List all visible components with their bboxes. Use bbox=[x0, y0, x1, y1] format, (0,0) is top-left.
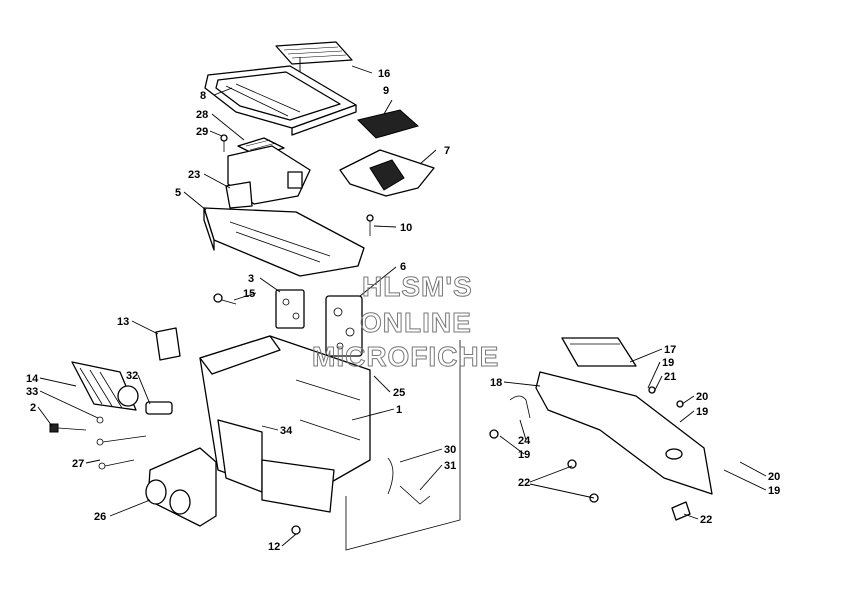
callout-17: 17 bbox=[664, 344, 676, 356]
watermark-line1: HLSM'S bbox=[362, 271, 473, 302]
callout-34: 34 bbox=[280, 425, 293, 437]
callout-16: 16 bbox=[378, 68, 390, 80]
callout-19d: 19 bbox=[768, 485, 780, 497]
main-airbox-part bbox=[199, 335, 371, 513]
callout-21: 21 bbox=[664, 371, 676, 383]
callout-6: 6 bbox=[400, 261, 406, 273]
nut-12-part bbox=[291, 525, 301, 535]
callout-26: 26 bbox=[94, 511, 106, 523]
callout-25: 25 bbox=[393, 387, 405, 399]
hardware-right-part bbox=[489, 386, 691, 521]
callout-19c: 19 bbox=[518, 449, 530, 461]
clip-27-part bbox=[96, 435, 147, 470]
callout-2: 2 bbox=[30, 402, 36, 414]
callout-5: 5 bbox=[175, 187, 181, 199]
intake-plenum-part bbox=[145, 447, 217, 527]
callout-30: 30 bbox=[444, 444, 456, 456]
intake-silencer-part bbox=[71, 361, 139, 411]
callout-32: 32 bbox=[126, 370, 138, 382]
callout-18: 18 bbox=[490, 377, 502, 389]
callout-29: 29 bbox=[196, 126, 208, 138]
base-housing-part bbox=[203, 207, 365, 277]
callout-23: 23 bbox=[188, 169, 200, 181]
callout-7: 7 bbox=[444, 145, 450, 157]
gasket-3-part bbox=[275, 289, 305, 329]
watermark-line2: ONLINE bbox=[360, 307, 472, 338]
bolt-2-part bbox=[49, 416, 104, 433]
clamp-30-part bbox=[387, 457, 431, 505]
callout-33: 33 bbox=[26, 386, 38, 398]
callout-14: 14 bbox=[26, 373, 39, 385]
leader-lines bbox=[37, 65, 767, 547]
callout-8: 8 bbox=[200, 90, 206, 102]
callout-19a: 19 bbox=[662, 357, 674, 369]
callout-13: 13 bbox=[117, 316, 129, 328]
watermark: HLSM'S ONLINE MICROFICHE bbox=[312, 271, 499, 373]
callout-20b: 20 bbox=[768, 471, 780, 483]
callout-labels: 16 8 9 28 29 7 23 5 10 3 6 15 13 14 33 3… bbox=[26, 68, 780, 553]
callout-31: 31 bbox=[444, 460, 456, 472]
callout-22a: 22 bbox=[518, 477, 530, 489]
callout-15: 15 bbox=[243, 288, 255, 300]
bracket-13-part bbox=[155, 327, 181, 361]
watermark-line3: MICROFICHE bbox=[312, 341, 499, 372]
screw-10-part bbox=[366, 214, 374, 236]
airbox-cover-part bbox=[204, 65, 357, 136]
decal-part bbox=[275, 41, 353, 65]
callout-24: 24 bbox=[518, 435, 531, 447]
right-duct-part bbox=[535, 337, 713, 495]
callout-12: 12 bbox=[268, 541, 280, 553]
callout-28: 28 bbox=[196, 109, 208, 121]
callout-27: 27 bbox=[72, 458, 84, 470]
gasket-6-part bbox=[325, 295, 363, 357]
callout-20a: 20 bbox=[696, 391, 708, 403]
callout-9: 9 bbox=[383, 85, 389, 97]
callout-3: 3 bbox=[248, 273, 254, 285]
callout-19b: 19 bbox=[696, 406, 708, 418]
callout-22b: 22 bbox=[700, 514, 712, 526]
callout-10: 10 bbox=[400, 222, 412, 234]
intake-housing-part bbox=[225, 145, 311, 209]
screw-29-part bbox=[220, 134, 228, 152]
bolt-15-part bbox=[213, 293, 237, 305]
duct-part bbox=[339, 149, 435, 197]
air-filter-part bbox=[357, 109, 420, 139]
cylinder-32-part bbox=[145, 401, 173, 415]
callout-1: 1 bbox=[396, 404, 402, 416]
